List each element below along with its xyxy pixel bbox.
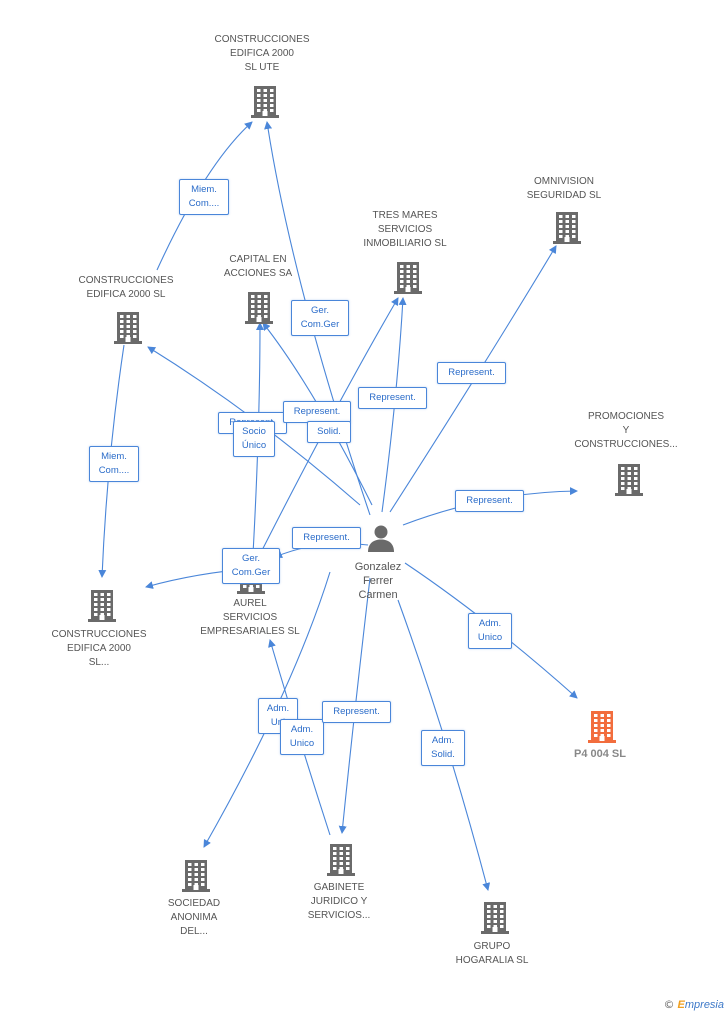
company-ute-building-icon[interactable]	[250, 84, 280, 123]
relation-label-tresmares[interactable]: Represent.	[358, 387, 427, 409]
company-promociones-building-icon[interactable]	[614, 462, 644, 501]
company-label-omnivision[interactable]: OMNIVISION SEGURIDAD SL	[526, 176, 602, 201]
company-label-capital[interactable]: CAPITAL EN ACCIONES SA	[223, 254, 293, 279]
brand-logo: © Εmpresia	[663, 998, 724, 1011]
relation-label-capital[interactable]: Represent.	[283, 401, 351, 423]
company-label-gabinete[interactable]: GABINETE JURIDICO Y SERVICIOS...	[307, 882, 371, 921]
relation-label-socio[interactable]: Socio Único	[233, 421, 275, 457]
company-label-promociones[interactable]: PROMOCIONES Y CONSTRUCCIONES...	[574, 411, 678, 450]
relation-label-hogaralia[interactable]: Adm. Solid.	[421, 730, 465, 766]
person-icon[interactable]	[366, 523, 396, 558]
company-omnivision-building-icon[interactable]	[552, 210, 582, 249]
relation-label-p4[interactable]: Adm. Unico	[468, 613, 512, 649]
relation-label-ute-edifica[interactable]: Miem. Com....	[179, 179, 229, 215]
relation-label-promociones[interactable]: Represent.	[455, 490, 524, 512]
company-label-p4[interactable]: P4 004 SL	[574, 748, 626, 760]
company-label-edifica2[interactable]: CONSTRUCCIONES EDIFICA 2000 SL...	[51, 629, 147, 668]
company-label-hogaralia[interactable]: GRUPO HOGARALIA SL	[455, 941, 529, 966]
brand-initial: Ε	[677, 999, 685, 1011]
company-sociedad-building-icon[interactable]	[181, 858, 211, 897]
relation-label-omnivision[interactable]: Represent.	[437, 362, 506, 384]
relation-label-solid[interactable]: Solid.	[307, 421, 351, 443]
relation-label-aurel[interactable]: Represent.	[292, 527, 361, 549]
company-label-aurel[interactable]: AUREL SERVICIOS EMPRESARIALES SL	[200, 598, 300, 637]
person-name[interactable]: Gonzalez Ferrer Carmen	[354, 561, 402, 601]
company-edifica2-building-icon[interactable]	[87, 588, 117, 627]
company-edifica-building-icon[interactable]	[113, 310, 143, 349]
relation-label-ute-person[interactable]: Ger. Com.Ger	[291, 300, 349, 336]
company-tresmares-building-icon[interactable]	[393, 260, 423, 299]
relation-label-edifica2-ger[interactable]: Ger. Com.Ger	[222, 548, 280, 584]
edge-capital-a	[262, 322, 373, 506]
company-p4-building-icon[interactable]	[587, 709, 617, 748]
copyright-mark: ©	[663, 998, 675, 1011]
relation-label-aurel-adm[interactable]: Adm. Unico	[280, 719, 324, 755]
company-hogaralia-building-icon[interactable]	[480, 900, 510, 939]
company-capital-building-icon[interactable]	[244, 290, 274, 329]
company-label-tresmares[interactable]: TRES MARES SERVICIOS INMOBILIARIO SL	[363, 210, 447, 249]
brand-name: mpresia	[684, 999, 724, 1011]
company-gabinete-building-icon[interactable]	[326, 842, 356, 881]
relation-label-gabinete[interactable]: Represent.	[322, 701, 391, 723]
company-label-edifica[interactable]: CONSTRUCCIONES EDIFICA 2000 SL	[78, 275, 174, 300]
relation-label-edifica2[interactable]: Miem. Com....	[89, 446, 139, 482]
company-label-sociedad[interactable]: SOCIEDAD ANONIMA DEL...	[167, 898, 221, 937]
company-label-ute[interactable]: CONSTRUCCIONES EDIFICA 2000 SL UTE	[214, 34, 310, 73]
